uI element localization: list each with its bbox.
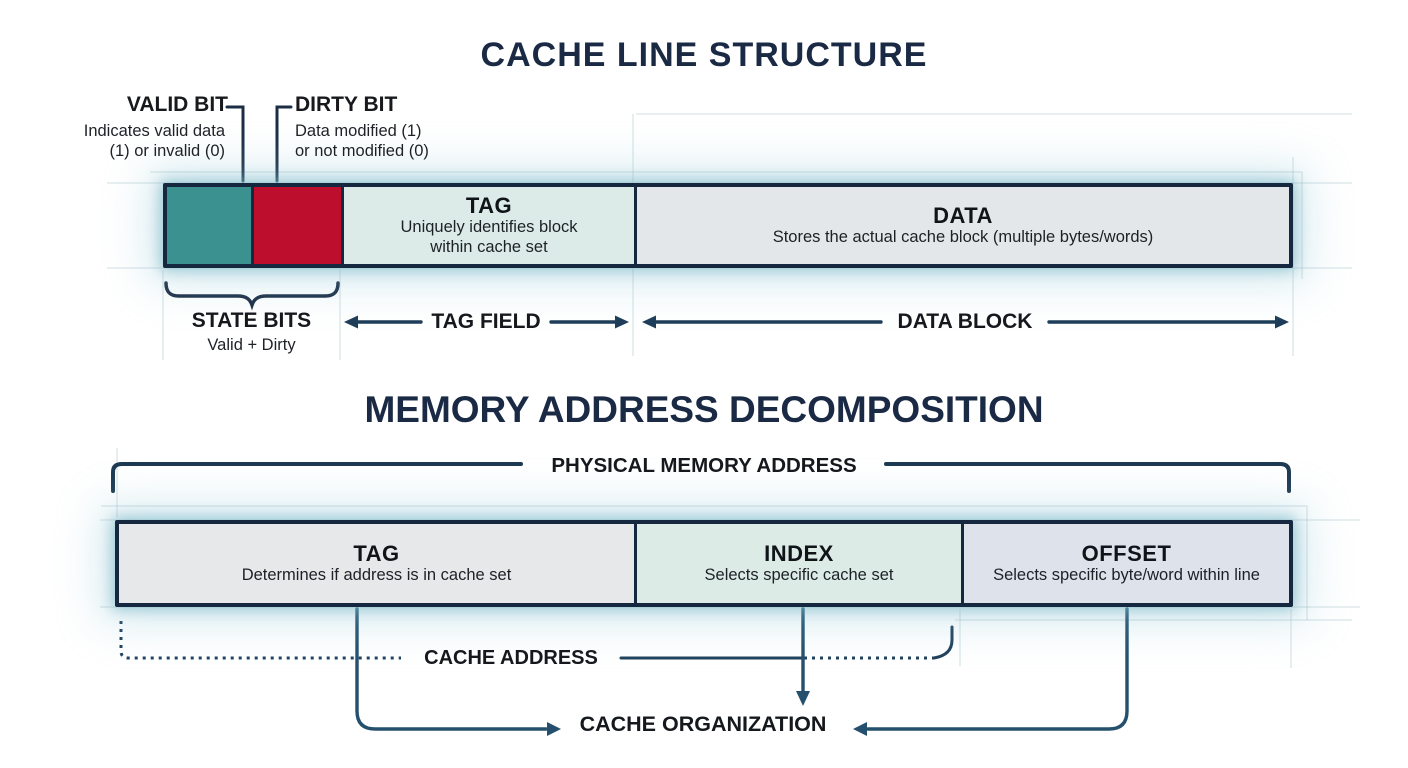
dirty-bit-desc-line2: or not modified (0) xyxy=(295,142,429,161)
dirty-bit-desc-line1: Data modified (1) xyxy=(295,122,422,140)
cache-organization-label: CACHE ORGANIZATION xyxy=(579,712,827,736)
cache-line-title: CACHE LINE STRUCTURE xyxy=(480,36,928,74)
valid-bit-desc-line2: (1) or invalid (0) xyxy=(109,142,225,161)
dirty-bit-connector xyxy=(275,105,293,183)
address-tag-desc: Determines if address is in cache set xyxy=(241,566,512,585)
address-offset-title: OFFSET xyxy=(1081,540,1172,566)
valid-bit-desc-line1: Indicates valid data xyxy=(83,122,225,140)
tag-cell: TAG Uniquely identifies block within cac… xyxy=(344,187,637,264)
tag-cell-title: TAG xyxy=(465,193,513,219)
data-cell-desc: Stores the actual cache block (multiple … xyxy=(772,228,1154,247)
state-bits-desc: Valid + Dirty xyxy=(207,336,296,354)
address-offset-cell: OFFSET Selects specific byte/word within… xyxy=(964,524,1289,603)
state-bits-label: STATE BITS xyxy=(191,309,312,332)
valid-bit-description: Indicates valid data (1) or invalid (0) xyxy=(84,121,225,161)
tag-cell-desc-line2: within cache set xyxy=(430,238,548,257)
data-block-label: DATA BLOCK xyxy=(897,310,1033,333)
memory-address-bar: TAG Determines if address is in cache se… xyxy=(115,520,1293,607)
tag-to-cache-org-arrow xyxy=(355,607,561,736)
dirty-bit-label: DIRTY BIT xyxy=(295,93,398,116)
valid-bit-label: VALID BIT xyxy=(126,93,228,116)
valid-bit-cell xyxy=(167,187,254,264)
index-down-arrow xyxy=(796,607,810,706)
data-cell: DATA Stores the actual cache block (mult… xyxy=(637,187,1289,264)
memory-address-title: MEMORY ADDRESS DECOMPOSITION xyxy=(364,389,1044,430)
dirty-bit-description: Data modified (1) or not modified (0) xyxy=(295,121,429,161)
offset-to-cache-org-arrow xyxy=(853,607,1129,736)
data-cell-title: DATA xyxy=(933,202,993,228)
valid-bit-connector xyxy=(225,105,245,183)
state-bits-brace xyxy=(164,281,340,311)
physical-memory-address-label: PHYSICAL MEMORY ADDRESS xyxy=(551,454,857,477)
address-tag-title: TAG xyxy=(353,540,400,566)
tag-cell-desc-line1: Uniquely identifies block xyxy=(400,218,578,237)
dirty-bit-cell xyxy=(254,187,344,264)
address-offset-desc: Selects specific byte/word within line xyxy=(993,566,1260,585)
address-index-title: INDEX xyxy=(764,540,834,566)
cache-address-label: CACHE ADDRESS xyxy=(424,647,598,669)
address-index-desc: Selects specific cache set xyxy=(704,566,894,585)
cache-line-bar: TAG Uniquely identifies block within cac… xyxy=(163,183,1293,268)
address-index-cell: INDEX Selects specific cache set xyxy=(637,524,964,603)
tag-field-label: TAG FIELD xyxy=(431,310,541,333)
address-tag-cell: TAG Determines if address is in cache se… xyxy=(119,524,637,603)
